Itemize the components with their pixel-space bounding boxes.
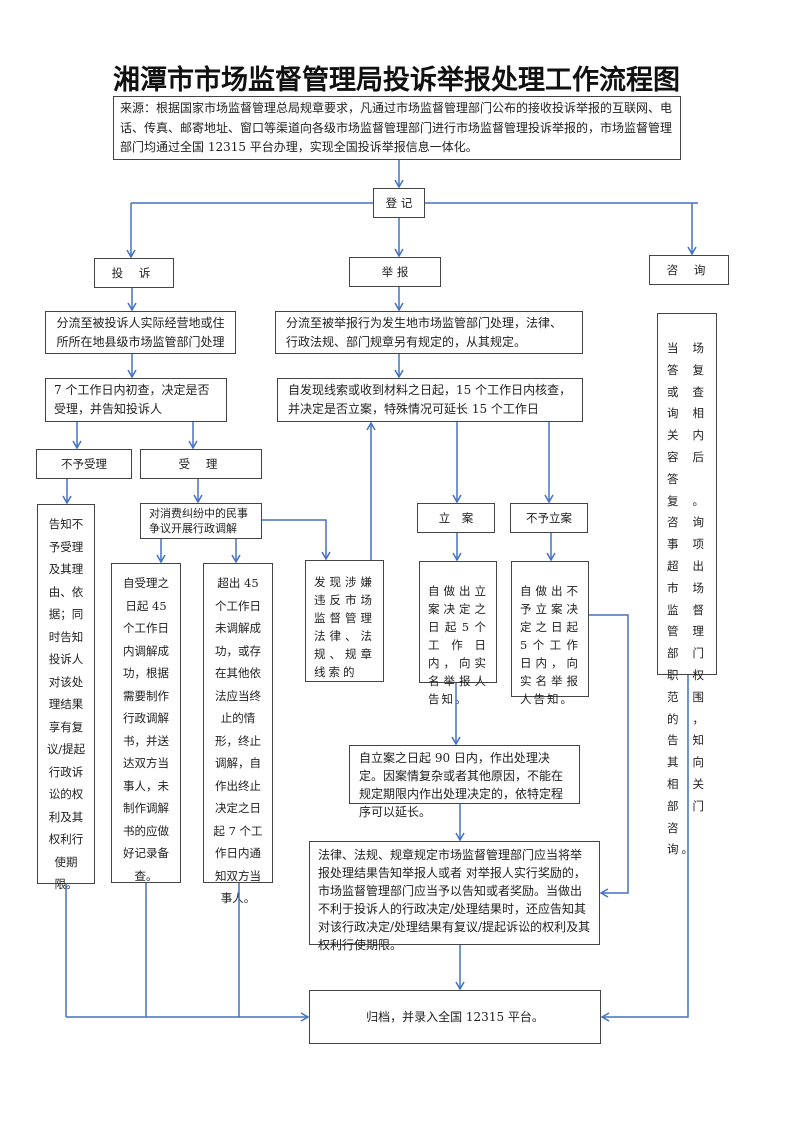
no-case-notice-box: 自做出不予立案决定之日起5个工作日内，向实名举报人告知。 [511,561,589,706]
complaint-box: 投 诉 [94,258,174,288]
file-case-box: 立 案 [417,503,495,533]
arrow-mediation-clue [262,519,331,561]
complaint-label: 投 诉 [111,265,157,280]
consult-label: 咨 询 [666,262,712,277]
file-case-notice-text: 自做出立案决定之日起5个工作日内，向实名举报人告知。 [428,584,488,706]
report-box: 举 报 [349,257,441,287]
report-dispatch-text: 分流至被举报行为发生地市场监管部门处理，法律、行政法规、部门规章另有规定的，从其… [286,315,563,349]
consult-detail-text: 当场答复或查询相关内容后答复。咨询事项超出市场监督管理部门职权范围的，告知其向相… [667,341,707,857]
report-label: 举 报 [381,264,409,279]
archive-box: 归档，并录入全国 12315 平台。 [309,990,601,1044]
report-verify-box: 自发现线索或收到材料之日起，15 个工作日内核查，并决定是否立案，特殊情况可延长… [277,378,583,422]
source-box: 来源：根据国家市场监督管理总局规章要求，凡通过市场监督管理部门公布的接收投诉举报… [113,96,681,160]
complaint-initial-check-text: 7 个工作日内初查，决定是否受理，并告知投诉人 [54,383,210,416]
report-verify-text: 自发现线索或收到材料之日起，15 个工作日内核查，并决定是否立案，特殊情况可延长… [288,383,572,416]
register-label: 登 记 [385,195,413,210]
reject-detail-text: 告知不予受理及其理由、依据；同时告知投诉人对该处理结果享有复议/提起行政诉讼的权… [46,517,86,891]
mediation-text: 对消费纠纷中的民事争议开展行政调解 [149,507,248,535]
reject-detail-box: 告知不予受理及其理由、依据；同时告知投诉人对该处理结果享有复议/提起行政诉讼的权… [37,504,95,891]
violation-clue-box: 发现涉嫌违反市场监督管理法律、法规、规章线索的 [305,560,384,682]
mediation-fail-text: 超出 45 个工作日未调解成功，或存在其他依法应当终止的情形，终止调解，自作出终… [213,576,263,905]
no-case-label: 不予立案 [526,510,572,525]
decision-box: 自立案之日起 90 日内，作出处理决定。因案情复杂或者其他原因，不能在规定期限内… [349,745,580,819]
archive-text: 归档，并录入全国 12315 平台。 [366,1009,544,1024]
mediation-success-text: 自受理之日起 45 个工作日内调解成功，根据需要制作行政调解书，并送达双方当事人… [123,576,169,883]
consult-detail-box: 当场答复或查询相关内容后答复。咨询事项超出市场监督管理部门职权范围的，告知其向相… [657,313,717,856]
mediation-success-box: 自受理之日起 45 个工作日内调解成功，根据需要制作行政调解书，并送达双方当事人… [111,563,181,883]
consult-box: 咨 询 [649,255,729,285]
result-notice-text: 法律、法规、规章规定市场监督管理部门应当将举报处理结果告知举报人或者 对举报人实… [318,848,591,952]
register-box: 登 记 [373,188,425,218]
no-case-box: 不予立案 [510,503,588,533]
mediation-box: 对消费纠纷中的民事争议开展行政调解 [140,503,262,539]
complaint-dispatch-text: 分流至被投诉人实际经营地或住所所在地县级市场监管部门处理 [56,315,225,349]
decision-text: 自立案之日起 90 日内，作出处理决定。因案情复杂或者其他原因，不能在规定期限内… [359,751,564,819]
reject-label: 不予受理 [61,456,107,471]
accept-label: 受 理 [178,456,224,471]
result-notice-box: 法律、法规、规章规定市场监督管理部门应当将举报处理结果告知举报人或者 对举报人实… [309,841,600,952]
report-dispatch-box: 分流至被举报行为发生地市场监管部门处理，法律、行政法规、部门规章另有规定的，从其… [275,311,583,354]
mediation-fail-box: 超出 45 个工作日未调解成功，或存在其他依法应当终止的情形，终止调解，自作出终… [203,563,273,905]
file-case-label: 立 案 [438,510,474,525]
complaint-initial-check-box: 7 个工作日内初查，决定是否受理，并告知投诉人 [45,378,227,422]
reject-box: 不予受理 [36,449,132,479]
source-text: 来源：根据国家市场监督管理总局规章要求，凡通过市场监督管理部门公布的接收投诉举报… [120,101,673,154]
violation-clue-text: 发现涉嫌违反市场监督管理法律、法规、规章线索的 [314,575,375,679]
file-case-notice-box: 自做出立案决定之日起5个工作日内，向实名举报人告知。 [419,561,497,706]
no-case-notice-text: 自做出不予立案决定之日起5个工作日内，向实名举报人告知。 [520,584,580,706]
accept-box: 受 理 [140,449,262,479]
complaint-dispatch-box: 分流至被投诉人实际经营地或住所所在地县级市场监管部门处理 [45,311,236,354]
page-title: 湘潭市市场监督管理局投诉举报处理工作流程图 [113,65,680,96]
